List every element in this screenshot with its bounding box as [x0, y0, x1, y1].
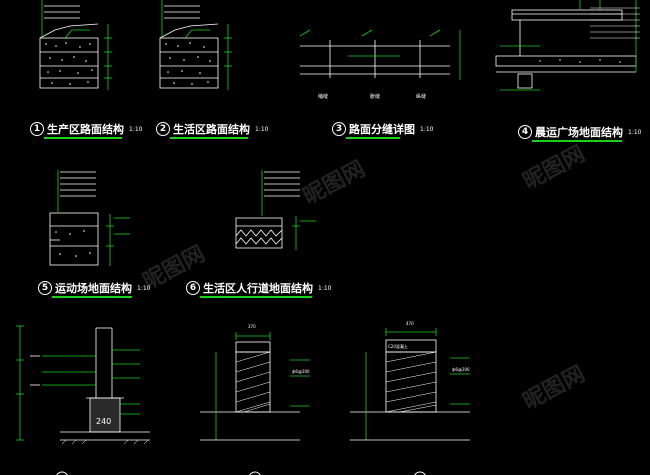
title-4-label: 晨运广场地面结构: [535, 126, 623, 139]
title-1-number: 1: [30, 122, 44, 136]
rebar-a: ф6@200: [292, 369, 310, 374]
title-5-underline: [52, 296, 132, 298]
title-6-label: 生活区人行道地面结构: [203, 282, 313, 295]
title-6-scale: 1:10: [318, 284, 332, 292]
bottom-markers: [56, 471, 426, 475]
title-5-number: 5: [38, 281, 52, 295]
title-3-underline: [346, 137, 400, 139]
detail-5-hatch: [55, 230, 91, 257]
title-6-underline: [200, 296, 312, 298]
detail-1-section: [39, 0, 112, 90]
title-detail-5: 5 运动场地面结构 1:10: [38, 280, 150, 296]
step-detail: [16, 325, 150, 441]
title-detail-2: 2 生活区路面结构 1:10: [156, 121, 268, 137]
detail-4-rule: [590, 7, 640, 39]
title-2-underline: [170, 137, 248, 139]
footing-1: [200, 332, 310, 441]
base-width-label: 240: [96, 417, 111, 426]
footing-2: [350, 328, 470, 441]
step-detail-ground: [61, 439, 149, 445]
joint-label-longitudinal: 纵缝: [416, 93, 426, 100]
grade-label: C20混凝土: [388, 343, 408, 349]
title-4-number: 4: [518, 125, 532, 139]
title-6-number: 6: [186, 281, 200, 295]
title-1-label: 生产区路面结构: [47, 123, 124, 136]
title-4-underline: [532, 140, 622, 142]
detail-3-labels: 缩缝 胀缝 纵缝: [318, 93, 426, 100]
detail-4-section: [495, 0, 637, 91]
title-2-scale: 1:10: [255, 125, 269, 133]
detail-4-hatch: [539, 59, 621, 63]
title-3-label: 路面分缝详图: [349, 123, 415, 136]
title-detail-6: 6 生活区人行道地面结构 1:10: [186, 280, 331, 296]
title-5-scale: 1:10: [137, 284, 151, 292]
title-detail-1: 1 生产区路面结构 1:10: [30, 121, 142, 137]
title-3-number: 3: [332, 122, 346, 136]
top-dim-c: 470: [406, 321, 414, 326]
title-2-label: 生活区路面结构: [173, 123, 250, 136]
title-2-number: 2: [156, 122, 170, 136]
detail-2-section: [159, 0, 232, 90]
rebar-b: ф6@200: [452, 367, 470, 372]
detail-5-section: [49, 170, 130, 266]
title-1-scale: 1:10: [129, 125, 143, 133]
detail-2-hatch: [165, 42, 211, 85]
detail-3-joints: [299, 29, 461, 80]
title-3-scale: 1:10: [420, 125, 434, 133]
title-detail-4: 4 晨运广场地面结构 1:10: [518, 124, 641, 140]
detail-1-hatch: [45, 42, 93, 85]
title-1-underline: [44, 137, 122, 139]
title-5-label: 运动场地面结构: [55, 282, 132, 295]
title-4-scale: 1:10: [628, 128, 642, 136]
top-dim-b: 370: [248, 324, 256, 329]
detail-6-section: [235, 170, 316, 250]
joint-label-shrink: 缩缝: [318, 93, 328, 100]
joint-label-expansion: 胀缝: [370, 93, 380, 100]
title-detail-3: 3 路面分缝详图 1:10: [332, 121, 433, 137]
